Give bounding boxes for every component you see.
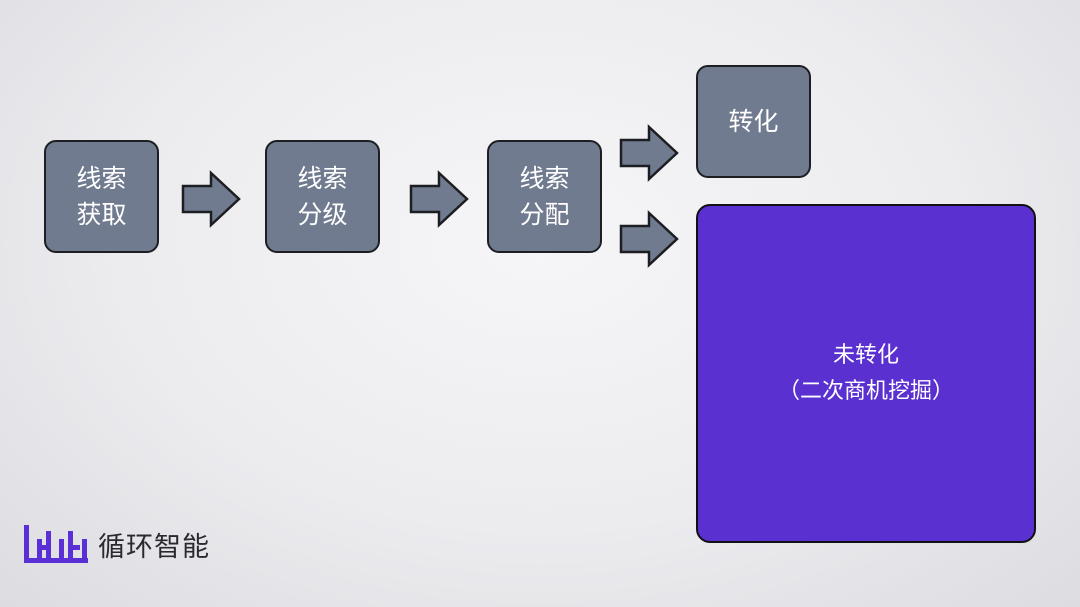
node-lead-grading: 线索 分级 [265,140,380,253]
node-lead-acquisition: 线索 获取 [44,140,159,253]
node-converted: 转化 [696,65,811,178]
node-label-line1: 线索 [76,163,127,193]
node-label-line1: 线索 [519,163,570,193]
node-label: 转化 [728,106,779,136]
logo-icon [24,525,88,563]
arrow-right-icon [409,170,469,228]
node-label-line2: （二次商机挖掘） [777,378,954,404]
arrow-right-icon [619,210,679,268]
node-label-line2: 获取 [76,199,127,229]
node-label-line1: 线索 [297,163,348,193]
node-not-converted: 未转化 （二次商机挖掘） [696,204,1036,543]
node-lead-assignment: 线索 分配 [487,140,602,253]
node-label-line2: 分配 [519,199,570,229]
node-label-line2: 分级 [297,199,348,229]
arrow-right-icon [181,170,241,228]
arrow-right-icon [619,124,679,182]
node-label-line1: 未转化 [832,342,899,368]
brand-logo: 循环智能 [22,521,210,567]
brand-name: 循环智能 [98,531,210,563]
